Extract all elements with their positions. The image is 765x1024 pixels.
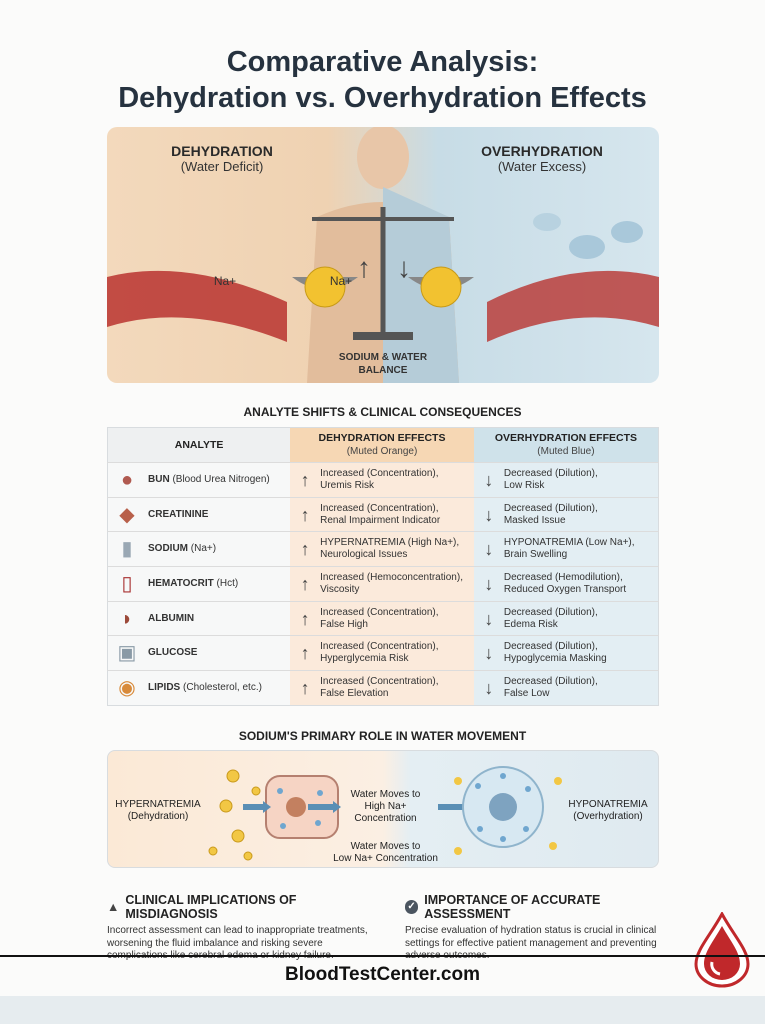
assessment-section: ✓IMPORTANCE OF ACCURATE ASSESSMENT Preci… [405, 893, 657, 961]
analyte-name: GLUCOSE [148, 647, 198, 659]
overhydration-label: OVERHYDRATION(Water Excess) [481, 143, 603, 174]
table-row: ● BUN (Blood Urea Nitrogen) ↑Increased (C… [107, 462, 659, 498]
overhydration-cell: ↓Decreased (Dilution),False Low [473, 670, 659, 706]
footer-strip [0, 996, 765, 1024]
table-row: ◗ ALBUMIN ↑Increased (Concentration),Fals… [107, 600, 659, 636]
down-arrow-icon: ↓ [484, 573, 494, 594]
header-dehydration: DEHYDRATION EFFECTS(Muted Orange) [290, 427, 474, 463]
salt-shaker-icon: ▮ [121, 538, 133, 561]
page-title: Comparative Analysis: Dehydration vs. Ove… [0, 44, 765, 116]
up-arrow-icon: ↑ [300, 573, 310, 594]
dehydration-cell: ↑Increased (Concentration),Uremis Risk [290, 462, 474, 498]
overhydration-cell: ↓Decreased (Dilution),Hypoglycemia Maski… [473, 635, 659, 671]
overhydration-cell: ↓Decreased (Dilution),Masked Issue [473, 496, 659, 532]
svg-text:↓: ↓ [397, 252, 411, 283]
analyte-table: ANALYTE DEHYDRATION EFFECTS(Muted Orange… [107, 427, 659, 706]
lipid-cell-icon: ◉ [118, 676, 136, 699]
analyte-name: BUN (Blood Urea Nitrogen) [148, 473, 270, 485]
overhydration-cell: ↓Decreased (Dilution),Edema Risk [473, 600, 659, 636]
down-arrow-icon: ↓ [484, 539, 494, 560]
sodium-right-label: Na+ [329, 274, 353, 288]
test-tube-icon: ▯ [121, 572, 133, 595]
analyte-cell: ◉ LIPIDS (Cholesterol, etc.) [107, 670, 291, 706]
footer-divider [0, 955, 765, 957]
table-row: ▮ SODIUM (Na+) ↑HYPERNATREMIA (High Na+),… [107, 531, 659, 567]
dehydration-cell: ↑Increased (Concentration),False Elevati… [290, 670, 474, 706]
table-row: ◆ CREATININE ↑Increased (Concentration),R… [107, 496, 659, 532]
overhydration-cell: ↓Decreased (Hemodilution),Reduced Oxygen… [473, 566, 659, 602]
hypernatremia-label: HYPERNATREMIA(Dehydration) [115, 799, 201, 822]
down-arrow-icon: ↓ [484, 469, 494, 490]
kidney-icon: ● [120, 468, 134, 491]
up-arrow-icon: ↑ [300, 608, 310, 629]
table-row: ▯ HEMATOCRIT (Hct) ↑Increased (Hemoconcen… [107, 566, 659, 602]
overhydration-cell: ↓Decreased (Dilution),Low Risk [473, 462, 659, 498]
sodium-diagram: HYPERNATREMIA(Dehydration) Water Moves t… [107, 750, 659, 868]
dehydration-cell: ↑Increased (Concentration),Renal Impairm… [290, 496, 474, 532]
check-circle-icon: ✓ [405, 900, 419, 914]
analyte-cell: ◗ ALBUMIN [107, 600, 291, 636]
warning-icon: ▲ [107, 900, 120, 914]
overhydration-cell: ↓HYPONATREMIA (Low Na+),Brain Swelling [473, 531, 659, 567]
table-row: ◉ LIPIDS (Cholesterol, etc.) ↑Increased (… [107, 670, 659, 706]
sodium-heading: SODIUM'S PRIMARY ROLE IN WATER MOVEMENT [238, 729, 527, 743]
hyponatremia-label: HYPONATREMIA(Overhydration) [568, 799, 648, 822]
analyte-name: LIPIDS (Cholesterol, etc.) [148, 681, 262, 693]
analyte-name: HEMATOCRIT (Hct) [148, 577, 239, 589]
dehydration-cell: ↑Increased (Concentration),False High [290, 600, 474, 636]
svg-text:↑: ↑ [357, 252, 371, 283]
down-arrow-icon: ↓ [484, 643, 494, 664]
dehydration-cell: ↑HYPERNATREMIA (High Na+),Neurological I… [290, 531, 474, 567]
analyte-cell: ▣ GLUCOSE [107, 635, 291, 671]
up-arrow-icon: ↑ [300, 504, 310, 525]
blood-drop-logo [694, 912, 750, 988]
footer-site: BloodTestCenter.com [285, 964, 480, 985]
up-arrow-icon: ↑ [300, 677, 310, 698]
water-movement-illustration [208, 766, 562, 861]
analyte-name: CREATININE [148, 508, 209, 520]
analyte-name: ALBUMIN [148, 612, 195, 624]
sugar-cubes-icon: ▣ [117, 642, 137, 665]
muscle-icon: ◆ [119, 503, 135, 526]
dehydration-label: DEHYDRATION(Water Deficit) [171, 143, 273, 174]
table-heading: ANALYTE SHIFTS & CLINICAL CONSEQUENCES [243, 405, 522, 419]
title-line-2: Dehydration vs. Overhydration Effects [118, 82, 647, 114]
liver-icon: ◗ [120, 607, 134, 630]
analyte-cell: ◆ CREATININE [107, 496, 291, 532]
sodium-left-label: Na+ [213, 274, 237, 288]
header-analyte: ANALYTE [107, 427, 291, 463]
implications-section: ▲CLINICAL IMPLICATIONS OF MISDIAGNOSIS I… [107, 893, 368, 961]
analyte-name: SODIUM (Na+) [148, 543, 217, 555]
up-arrow-icon: ↑ [300, 469, 310, 490]
down-arrow-icon: ↓ [484, 504, 494, 525]
analyte-cell: ● BUN (Blood Urea Nitrogen) [107, 462, 291, 498]
balance-scale-illustration: ↑↓ [107, 127, 659, 383]
table-row: ▣ GLUCOSE ↑Increased (Concentration),Hype… [107, 635, 659, 671]
title-line-1: Comparative Analysis: [226, 46, 539, 78]
up-arrow-icon: ↑ [300, 539, 310, 560]
dehydration-cell: ↑Increased (Concentration),Hyperglycemia… [290, 635, 474, 671]
analyte-cell: ▮ SODIUM (Na+) [107, 531, 291, 567]
analyte-cell: ▯ HEMATOCRIT (Hct) [107, 566, 291, 602]
up-arrow-icon: ↑ [300, 643, 310, 664]
down-arrow-icon: ↓ [484, 677, 494, 698]
dehydration-cell: ↑Increased (Hemoconcentration),Viscosity [290, 566, 474, 602]
header-overhydration: OVERHYDRATION EFFECTS(Muted Blue) [473, 427, 659, 463]
down-arrow-icon: ↓ [484, 608, 494, 629]
hero-illustration: ↑↓ DEHYDRATION(Water Deficit) OVERHYDRAT… [107, 127, 659, 383]
